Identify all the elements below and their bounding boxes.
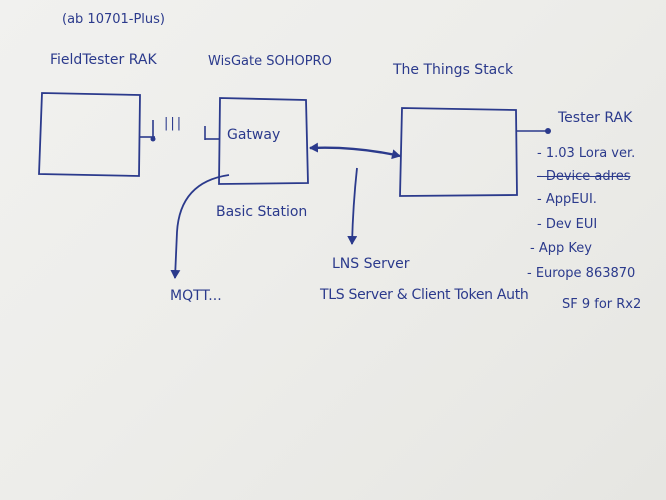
tester-note-item-struck: - Device adres xyxy=(537,169,631,184)
gateway-title: WisGate SOHOPRO xyxy=(208,54,332,69)
link-symbol: ||| xyxy=(164,116,184,131)
header-note: (ab 10701-Plus) xyxy=(62,12,166,27)
field-tester-title: FieldTester RAK xyxy=(50,52,157,68)
lns-arrow xyxy=(347,167,358,245)
tester-note-item: - App Key xyxy=(530,241,592,256)
lns-label: LNS Server xyxy=(332,256,410,272)
gateway-box-label: Gatway xyxy=(227,127,281,143)
mqtt-label: MQTT... xyxy=(170,288,222,304)
tester-note-item: SF 9 for Rx2 xyxy=(562,297,642,312)
field-tester-box xyxy=(38,92,141,177)
tester-note-item: - AppEUI. xyxy=(537,192,597,207)
mqtt-arrow xyxy=(170,174,230,279)
field-tester-link-dot xyxy=(150,136,156,142)
gateway-sub-label: Basic Station xyxy=(216,204,308,220)
tester-note-item: - Europe 863870 xyxy=(527,266,636,281)
gateway-network-arrow xyxy=(309,142,401,160)
tls-label: TLS Server & Client Token Auth xyxy=(320,287,529,303)
tester-note-item: - 1.03 Lora ver. xyxy=(537,146,636,161)
network-server-box xyxy=(399,107,518,197)
tester-link-dot xyxy=(545,128,551,134)
network-title: The Things Stack xyxy=(393,62,514,78)
gateway-box xyxy=(218,97,309,185)
tester-note-item: - Dev EUI xyxy=(537,217,598,232)
tester-notes-header: Tester RAK xyxy=(558,110,633,126)
